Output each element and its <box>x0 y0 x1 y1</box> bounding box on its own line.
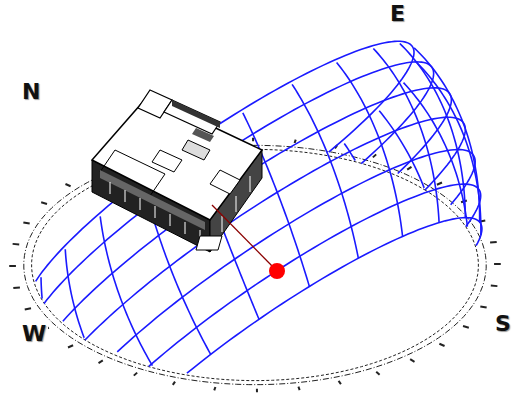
ring-tick <box>256 389 258 392</box>
ring-tick <box>437 183 442 185</box>
sun-dot <box>269 263 285 279</box>
ray-line <box>212 205 277 271</box>
ring-tick <box>295 140 296 143</box>
sun-path-grid-line <box>63 88 452 321</box>
ring-tick <box>407 167 411 170</box>
ring-tick <box>490 241 497 244</box>
sun-path-grid-line <box>400 44 466 218</box>
sun-path-dome <box>36 41 482 373</box>
compass-ring <box>9 138 501 392</box>
ring-tick <box>214 387 215 390</box>
sun-path-grid-line <box>187 218 482 374</box>
ring-tick <box>134 373 137 376</box>
ring-ellipse <box>24 145 486 384</box>
ring-tick <box>491 285 498 288</box>
sun-path-grid-line <box>41 277 42 298</box>
ring-tick <box>25 308 31 309</box>
ring-tick <box>376 372 379 375</box>
ring-tick <box>68 345 73 347</box>
compass-letter: S <box>493 312 513 336</box>
ring-tick <box>480 306 486 307</box>
ring-tick <box>23 222 29 223</box>
ring-tick <box>463 326 469 328</box>
ring-tick <box>173 382 175 385</box>
ring-tick <box>41 202 47 204</box>
sun-path-grid-line <box>373 48 439 222</box>
ring-tick <box>494 263 501 265</box>
building-model <box>92 90 262 252</box>
sun-path-grid-line <box>36 41 414 281</box>
compass-letter: N <box>20 80 42 104</box>
ring-tick <box>99 360 103 363</box>
ring-tick <box>252 138 254 141</box>
sun-path-grid-line <box>100 216 152 365</box>
ring-ellipse <box>32 149 479 380</box>
ring-tick <box>439 344 444 346</box>
ring-tick <box>298 387 299 390</box>
sun-path-grid-line <box>292 84 358 258</box>
ring-tick <box>13 243 20 246</box>
ring-tick <box>13 286 20 289</box>
compass-letter: E <box>388 2 407 26</box>
ring-tick <box>339 381 341 384</box>
sun-path-grid-line <box>44 62 434 304</box>
sun-path-grid-line <box>379 111 424 188</box>
ring-tick <box>410 359 414 362</box>
sun-path-grid-line <box>414 48 480 222</box>
sun-ray <box>212 205 285 279</box>
sun-path-grid-line <box>65 249 84 338</box>
sun-path-grid-line <box>243 113 310 287</box>
sun-path-grid-line <box>344 143 355 160</box>
ring-tick <box>373 154 376 157</box>
ring-tick <box>65 184 70 186</box>
ring-tick <box>9 265 16 267</box>
compass-letter: W <box>20 322 48 346</box>
